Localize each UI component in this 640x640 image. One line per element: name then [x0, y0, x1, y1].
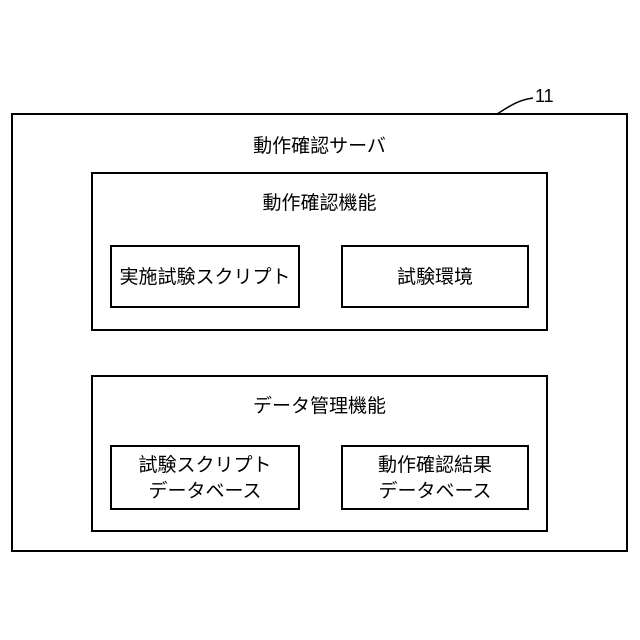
- executed-test-script-label: 実施試験スクリプト: [119, 264, 290, 290]
- server-title: 動作確認サーバ: [13, 131, 626, 158]
- executed-test-script-box: 実施試験スクリプト: [110, 245, 300, 308]
- verification-result-database-box: 動作確認結果 データベース: [341, 445, 529, 510]
- verification-result-database-line2: データベース: [378, 478, 492, 504]
- verification-function-title: 動作確認機能: [93, 188, 546, 215]
- data-management-title: データ管理機能: [93, 391, 546, 418]
- verification-result-database-line1: 動作確認結果: [378, 452, 492, 478]
- test-environment-label: 試験環境: [397, 264, 473, 290]
- leader-11: [497, 98, 533, 114]
- test-script-database-line1: 試験スクリプト: [138, 452, 271, 478]
- test-script-database-box: 試験スクリプト データベース: [110, 445, 300, 510]
- test-script-database-line2: データベース: [138, 478, 271, 504]
- test-environment-box: 試験環境: [341, 245, 529, 308]
- ref-11: 11: [535, 86, 554, 107]
